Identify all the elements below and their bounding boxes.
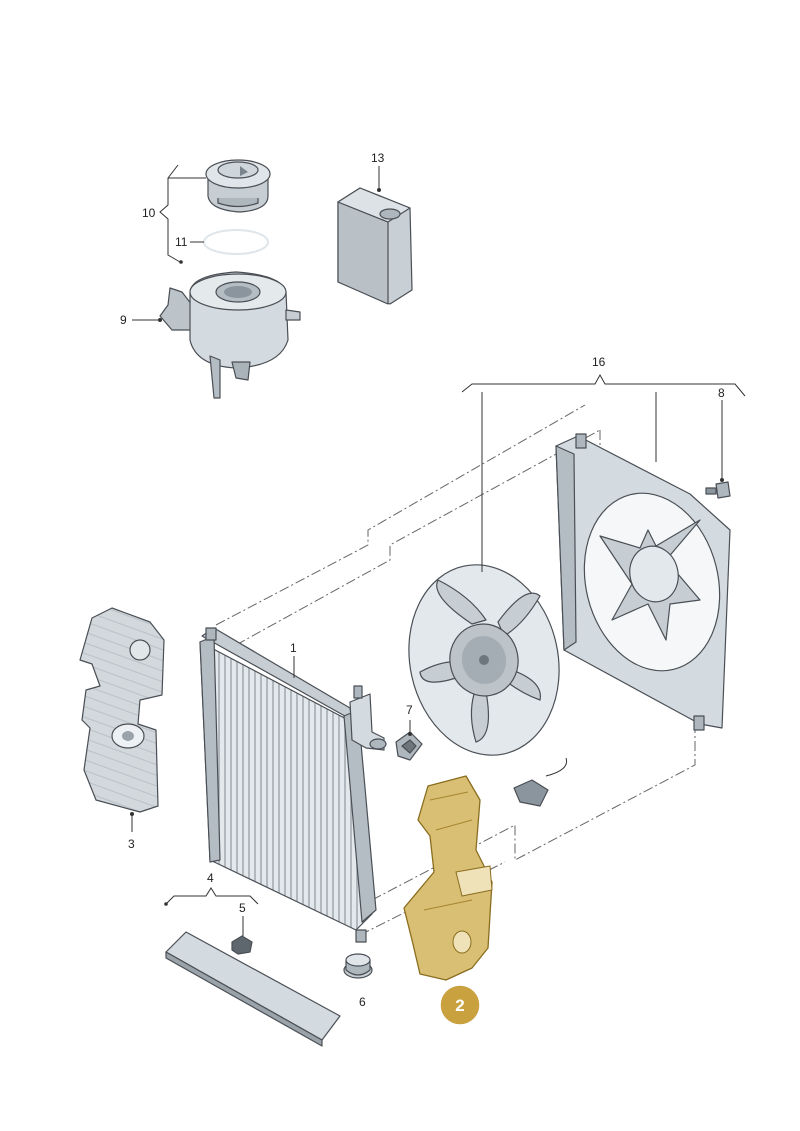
leader-lines [130,164,746,936]
label-11: 11 [175,235,188,249]
label-1: 1 [290,641,297,655]
expansion-tank [159,271,301,399]
label-9: 9 [120,313,127,327]
label-10: 10 [142,206,156,220]
label-4: 4 [207,871,214,885]
bolt [705,481,731,499]
label-13: 13 [371,151,385,165]
label-6: 6 [359,995,366,1009]
radiator [199,627,387,943]
callout-label: 2 [455,996,464,1015]
coolant-cap [205,159,271,213]
part-labels: 10 11 9 13 16 8 1 7 3 4 5 6 [120,151,725,1009]
callout-badge: 2 [439,984,481,1026]
seal-strip [165,931,341,1047]
coolant-canister [337,187,413,305]
rubber-mount [343,953,373,979]
label-16: 16 [592,355,606,369]
air-duct [79,607,165,813]
label-7: 7 [406,703,413,717]
fan-blade [408,564,560,756]
mounting-bracket [395,731,423,761]
label-8: 8 [718,386,725,400]
clip [231,935,253,955]
fan-shroud [555,433,731,731]
label-5: 5 [239,901,246,915]
seal-ring [203,229,269,255]
label-3: 3 [128,837,135,851]
air-guide-highlighted [403,775,493,981]
fan-connector [513,757,568,807]
